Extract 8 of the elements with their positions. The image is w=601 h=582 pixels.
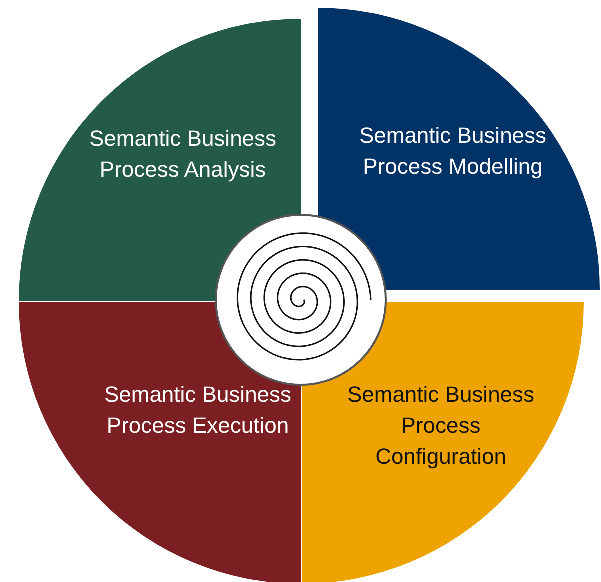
quadrant-segment: [302, 302, 584, 582]
quadrant-segment: [19, 302, 301, 582]
quadrant-segment: [318, 8, 600, 290]
segment-label: Semantic Business Process Modelling: [358, 122, 548, 181]
segment-label: Semantic Business Process Configuration: [346, 381, 536, 471]
segment-label: Semantic Business Process Analysis: [88, 125, 278, 184]
segment-label: Semantic Business Process Execution: [103, 381, 293, 440]
quadrant-segment: [19, 19, 301, 301]
